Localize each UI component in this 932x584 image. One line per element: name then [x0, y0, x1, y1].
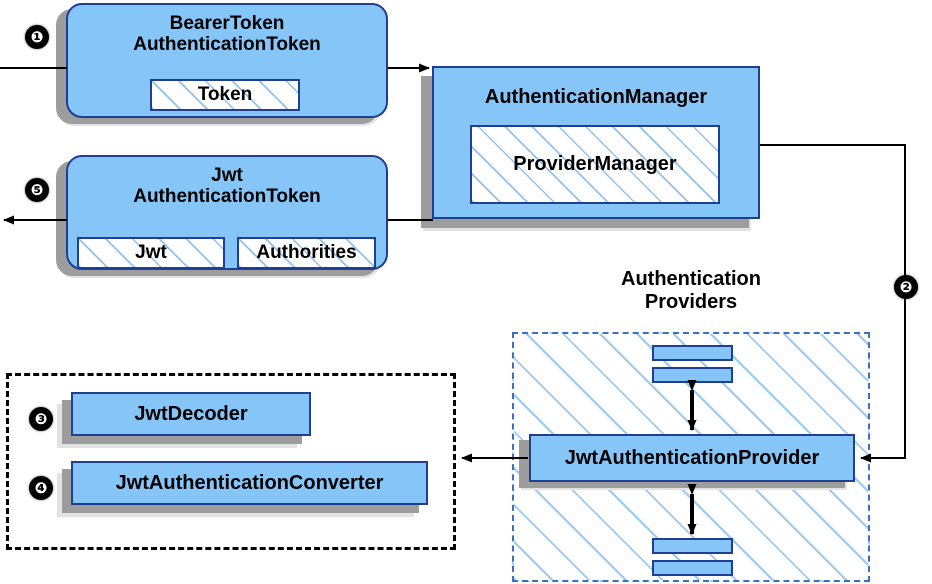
step-5-bullet: ❺ [25, 178, 49, 202]
bearer-token-title-line1: BearerToken [169, 13, 285, 34]
step-3-bullet: ❸ [29, 407, 53, 431]
jwt-token-field-jwt-label: Jwt [135, 242, 167, 263]
jwt-decoder-title: JwtDecoder [134, 402, 248, 425]
step-4-label: ❹ [34, 479, 48, 497]
jwt-token-field-authorities-label: Authorities [256, 242, 357, 263]
jwt-token-title-line1: Jwt [211, 165, 243, 186]
jwt-decoder-node[interactable]: JwtDecoder [71, 392, 311, 436]
provider-manager-label: ProviderManager [513, 153, 677, 175]
provider-manager-field: ProviderManager [470, 125, 720, 204]
step-1-bullet: ❶ [25, 25, 49, 49]
authentication-providers-label-line2: Providers [644, 291, 738, 313]
step-2-bullet: ❷ [894, 275, 918, 299]
jwt-helpers-container [6, 373, 456, 550]
jwt-authentication-provider-title: JwtAuthenticationProvider [564, 446, 820, 469]
provider-bar-bottom-1 [652, 538, 733, 554]
authentication-manager-title: AuthenticationManager [484, 86, 708, 108]
jwt-token-title-line2: AuthenticationToken [133, 186, 321, 208]
bearer-token-field-token-label: Token [197, 84, 253, 105]
authentication-providers-label-line1: Authentication [621, 268, 761, 290]
provider-bar-bottom-2 [652, 560, 733, 576]
jwt-token-field-jwt: Jwt [77, 237, 225, 269]
provider-bar-top-2 [652, 367, 733, 383]
jwt-authentication-converter-node[interactable]: JwtAuthenticationConverter [71, 461, 428, 505]
jwt-authentication-converter-title: JwtAuthenticationConverter [115, 471, 384, 494]
step-4-bullet: ❹ [29, 476, 53, 500]
step-2-label: ❷ [899, 278, 913, 296]
bearer-token-title-line2: AuthenticationToken [133, 34, 321, 56]
bearer-token-field-token: Token [150, 79, 300, 111]
authentication-providers-label: Authentication Providers [561, 268, 821, 314]
step-1-label: ❶ [30, 28, 44, 46]
jwt-authentication-provider-node[interactable]: JwtAuthenticationProvider [529, 434, 855, 482]
step-3-label: ❸ [34, 410, 48, 428]
provider-bar-top-1 [652, 345, 733, 361]
jwt-token-field-authorities: Authorities [237, 237, 376, 269]
step-5-label: ❺ [30, 181, 44, 199]
